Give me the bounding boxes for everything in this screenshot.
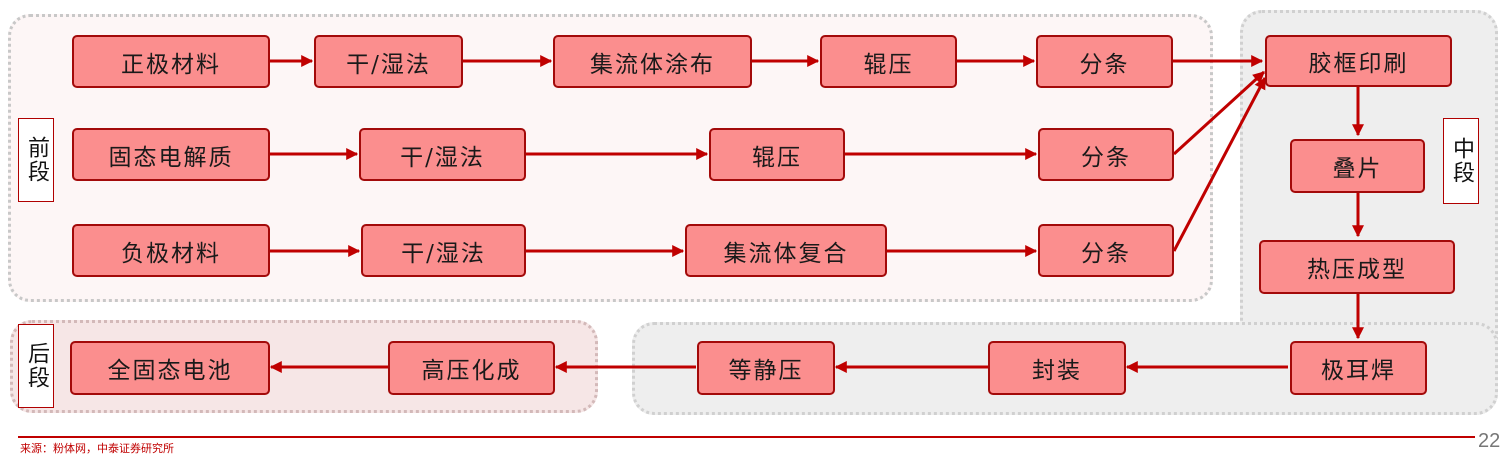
node-tab-welding: 极耳焊	[1290, 341, 1427, 395]
node-anode-material: 负极材料	[72, 224, 270, 277]
node-rolling-2: 辊压	[709, 128, 845, 181]
node-slitting-1: 分条	[1036, 35, 1173, 88]
middle-stage-label: 中段	[1443, 118, 1479, 204]
node-isostatic-pressing: 等静压	[697, 341, 835, 395]
node-current-collector-coating: 集流体涂布	[553, 35, 752, 88]
node-current-collector-composite: 集流体复合	[685, 224, 887, 277]
node-stacking: 叠片	[1290, 139, 1425, 193]
node-dry-wet-process-1: 干/湿法	[314, 35, 463, 88]
node-frame-printing: 胶框印刷	[1265, 35, 1452, 87]
back-stage-label: 后段	[18, 324, 54, 408]
arrow-r3-4	[1172, 76, 1267, 252]
arrow-r2-4	[1172, 70, 1266, 156]
node-high-voltage-formation: 高压化成	[388, 341, 555, 395]
page-number: 22	[1478, 430, 1501, 452]
front-stage-label: 前段	[18, 118, 54, 202]
node-slitting-2: 分条	[1038, 128, 1174, 181]
node-all-solid-state-battery: 全固态电池	[70, 341, 270, 395]
node-hot-pressing: 热压成型	[1259, 240, 1455, 294]
footer-divider	[18, 436, 1475, 438]
node-dry-wet-process-2: 干/湿法	[359, 128, 526, 181]
source-note: 来源：粉体网，中泰证券研究所	[20, 442, 174, 455]
node-rolling-1: 辊压	[820, 35, 957, 88]
node-packaging: 封装	[988, 341, 1126, 395]
node-solid-electrolyte: 固态电解质	[72, 128, 270, 181]
node-slitting-3: 分条	[1038, 224, 1174, 277]
node-dry-wet-process-3: 干/湿法	[361, 224, 526, 277]
node-cathode-material: 正极材料	[72, 35, 270, 88]
